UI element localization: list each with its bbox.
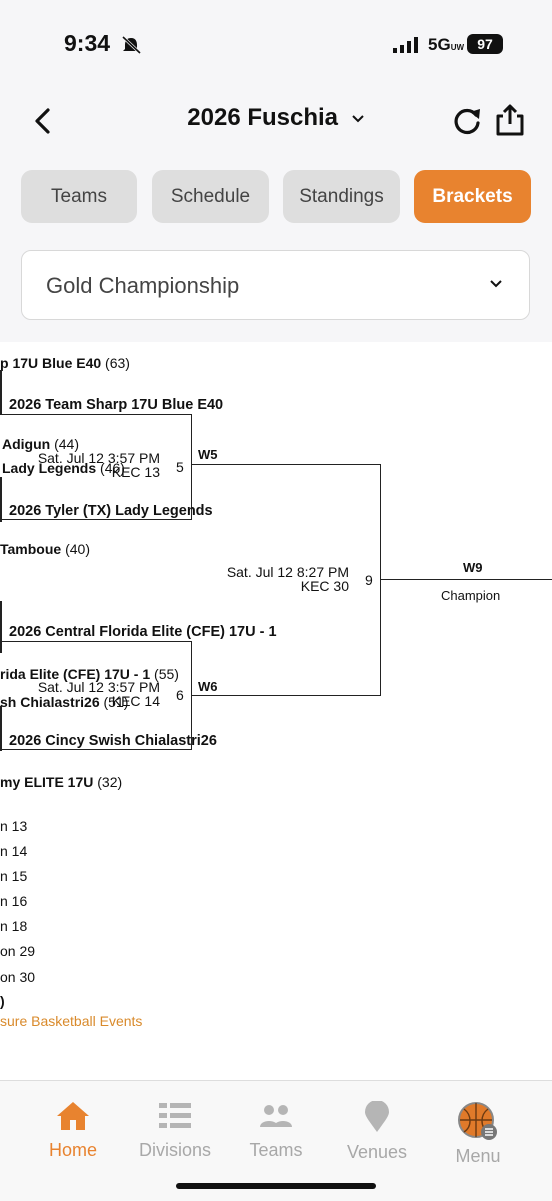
- tab-home[interactable]: Home: [28, 1101, 118, 1161]
- teams-icon: [260, 1105, 292, 1127]
- bracket-line: [0, 477, 2, 522]
- bracket-line: [0, 370, 2, 415]
- game6-winner-label: W6: [198, 679, 218, 694]
- venues-icon: [365, 1100, 389, 1132]
- tab-venues[interactable]: Venues: [332, 1100, 422, 1163]
- share-icon[interactable]: [494, 103, 526, 137]
- bracket-line: [0, 706, 2, 751]
- bracket-select-value: Gold Championship: [46, 273, 240, 298]
- battery-indicator: 97: [467, 34, 503, 54]
- game5-winner-label: W5: [198, 447, 218, 462]
- bracket-line: [0, 749, 192, 750]
- refresh-icon[interactable]: [452, 106, 482, 136]
- bracket-line: [191, 641, 192, 750]
- tab-menu[interactable]: Menu: [433, 1101, 523, 1167]
- tab-divisions[interactable]: Divisions: [130, 1101, 220, 1161]
- game9-winner-label: W9: [463, 560, 483, 575]
- game9-number: 9: [365, 572, 373, 588]
- bracket-line: [380, 464, 381, 696]
- bracket-view[interactable]: p 17U Blue E40 (63) Adigun (44) Lady Leg…: [0, 342, 552, 1080]
- side-team-row: sh Chialastri26 (51): [0, 694, 129, 710]
- tab-standings[interactable]: Standings: [283, 170, 400, 223]
- bracket-line: [381, 579, 552, 580]
- bracket-line: [0, 414, 192, 415]
- bracket-line: [192, 464, 381, 465]
- team-name: 2026 Team Sharp 17U Blue E40: [9, 397, 224, 413]
- side-team-row: Adigun (44): [2, 436, 80, 452]
- tab-teams[interactable]: Teams: [21, 170, 137, 223]
- list-item[interactable]: n 16: [0, 893, 28, 909]
- chevron-down-icon: [351, 114, 364, 123]
- list-item[interactable]: on 29: [0, 943, 36, 959]
- chevron-down-icon: [490, 280, 502, 288]
- list-item[interactable]: n 18: [0, 918, 28, 934]
- game5-number: 5: [176, 459, 184, 475]
- champion-label: Champion: [441, 588, 501, 603]
- side-team-row: my ELITE 17U (32): [0, 774, 123, 790]
- bracket-line: [0, 519, 192, 520]
- side-team-row: Tamboue (40): [0, 541, 90, 557]
- side-team-row: rida Elite (CFE) 17U - 1 (55): [0, 666, 179, 682]
- division-title[interactable]: 2026 Fuschia: [0, 104, 552, 132]
- home-icon: [57, 1102, 89, 1130]
- tab-schedule[interactable]: Schedule: [152, 170, 269, 223]
- list-item[interactable]: n 14: [0, 843, 28, 859]
- list-item[interactable]: n 13: [0, 818, 28, 834]
- home-indicator: [176, 1183, 376, 1189]
- list-item: ): [0, 993, 5, 1009]
- bracket-line: [191, 414, 192, 520]
- network-label: 5GUW: [428, 35, 465, 54]
- list-item[interactable]: n 15: [0, 868, 28, 884]
- menu-icon: [458, 1102, 497, 1140]
- tab-teams-bottom[interactable]: Teams: [231, 1101, 321, 1161]
- bracket-line: [0, 601, 2, 653]
- bracket-line: [192, 695, 381, 696]
- team-name: 2026 Central Florida Elite (CFE) 17U - 1: [9, 624, 277, 640]
- side-team-row: Lady Legends (46): [2, 460, 125, 476]
- signal-icon: [393, 37, 418, 53]
- back-icon[interactable]: [32, 107, 54, 135]
- bottom-tab-bar: Home Divisions Teams Venues Menu: [0, 1080, 552, 1201]
- tab-brackets[interactable]: Brackets: [414, 170, 531, 223]
- divisions-icon: [159, 1103, 191, 1128]
- list-item[interactable]: on 30: [0, 969, 36, 985]
- bracket-line: [0, 641, 192, 642]
- team-name: 2026 Tyler (TX) Lady Legends: [9, 503, 213, 519]
- status-time: 9:34: [64, 30, 111, 56]
- side-team-row: p 17U Blue E40 (63): [0, 355, 130, 371]
- game6-number: 6: [176, 687, 184, 703]
- mute-bell-icon: [121, 36, 142, 54]
- footer-link[interactable]: sure Basketball Events: [0, 1013, 143, 1029]
- bracket-select[interactable]: Gold Championship: [21, 250, 530, 320]
- team-name: 2026 Cincy Swish Chialastri26: [9, 733, 217, 749]
